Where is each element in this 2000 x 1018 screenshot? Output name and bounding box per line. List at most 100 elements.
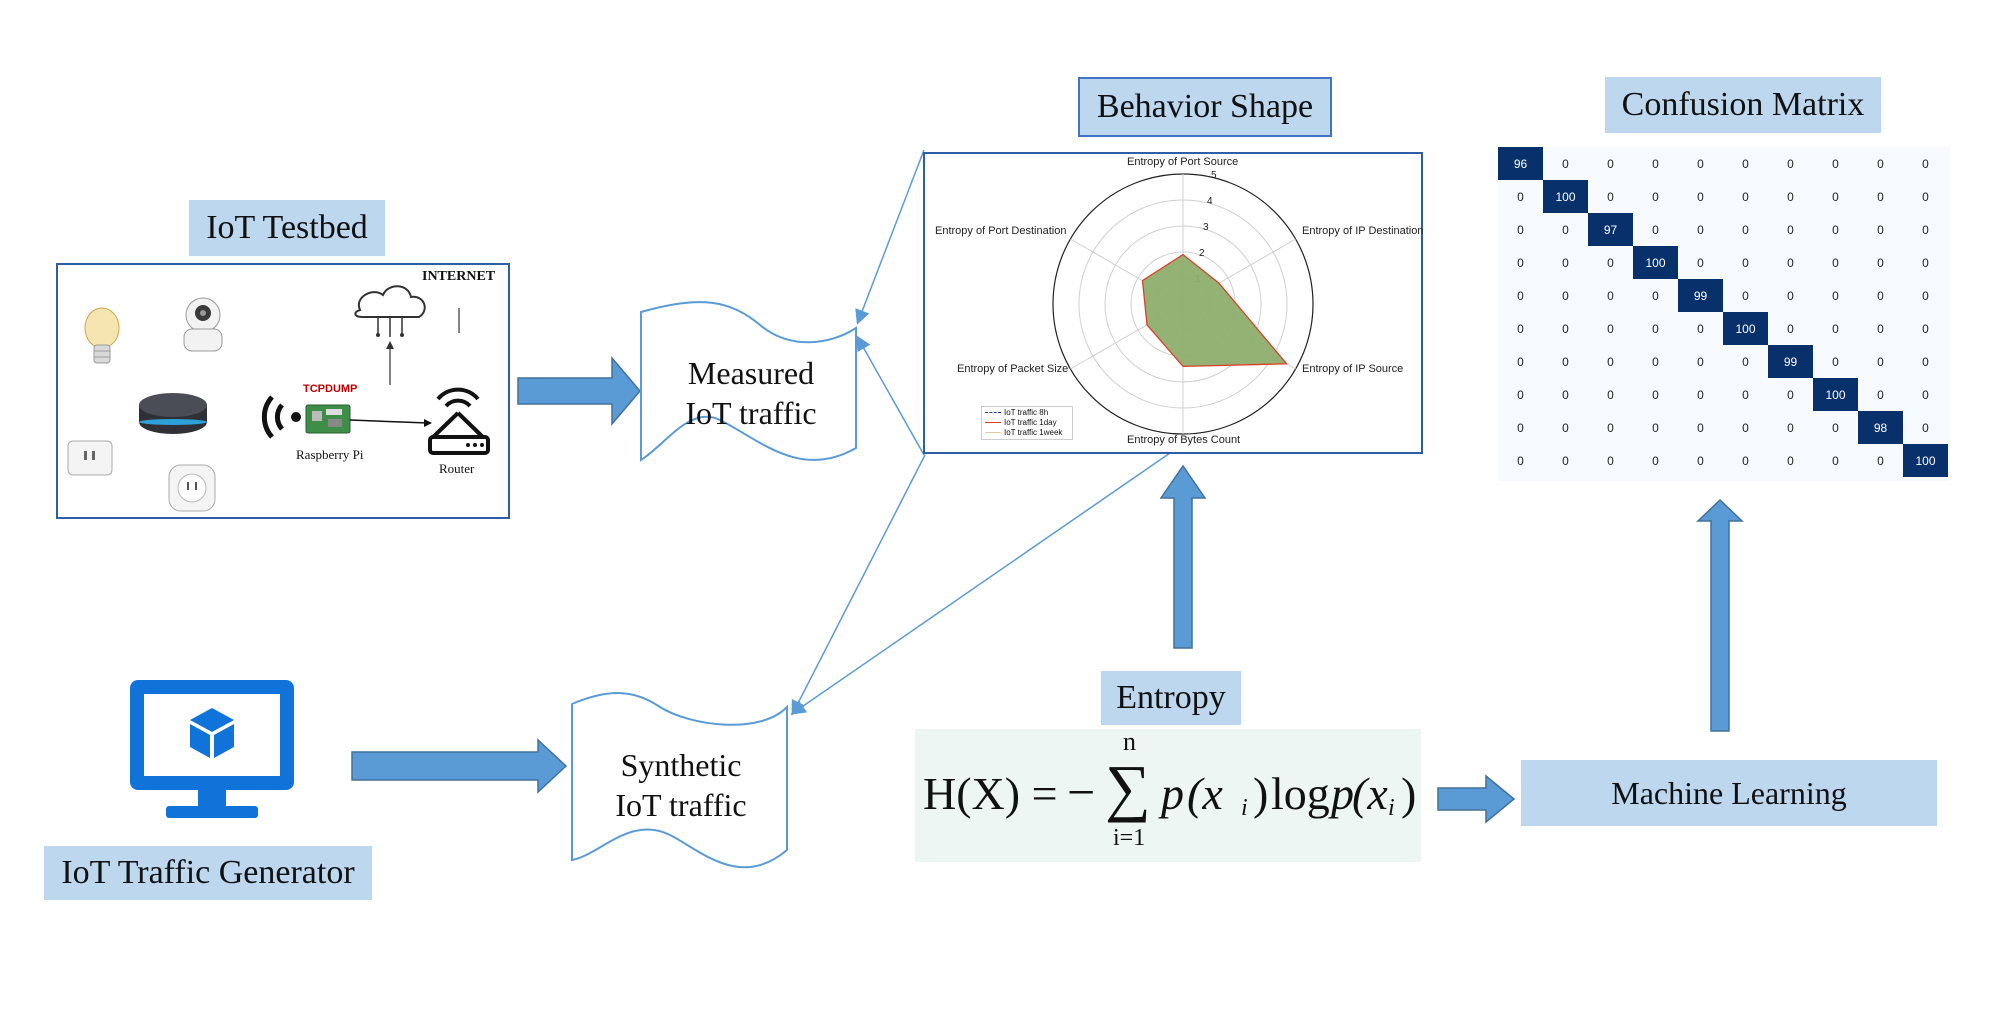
confusion-cell: 0 bbox=[1922, 255, 1929, 270]
legend-item: IoT traffic 1day bbox=[1004, 417, 1057, 427]
confusion-cell: 0 bbox=[1517, 321, 1524, 336]
confusion-cell: 0 bbox=[1607, 321, 1614, 336]
confusion-cell: 0 bbox=[1742, 156, 1749, 171]
confusion-cell: 0 bbox=[1607, 156, 1614, 171]
confusion-cell: 0 bbox=[1742, 387, 1749, 402]
confusion-cell: 0 bbox=[1697, 354, 1704, 369]
confusion-cell: 0 bbox=[1607, 420, 1614, 435]
confusion-cell: 0 bbox=[1742, 189, 1749, 204]
formula-log: log bbox=[1271, 768, 1330, 819]
confusion-cell: 0 bbox=[1562, 354, 1569, 369]
light-bulb-icon bbox=[84, 307, 120, 364]
confusion-cell: 0 bbox=[1652, 354, 1659, 369]
confusion-cell-diagonal: 100 bbox=[1723, 312, 1768, 345]
confusion-cell: 0 bbox=[1562, 288, 1569, 303]
confusion-cell: 0 bbox=[1877, 255, 1884, 270]
confusion-cell-diagonal: 100 bbox=[1633, 246, 1678, 279]
confusion-cell: 0 bbox=[1742, 420, 1749, 435]
formula-lhs: H(X) = bbox=[923, 768, 1058, 819]
smart-speaker-icon bbox=[139, 393, 207, 434]
confusion-cell: 0 bbox=[1562, 156, 1569, 171]
connector-line bbox=[856, 335, 925, 456]
confusion-cell: 0 bbox=[1877, 222, 1884, 237]
confusion-cell: 0 bbox=[1652, 156, 1659, 171]
synthetic-traffic-document bbox=[571, 692, 788, 869]
confusion-matrix-label: Confusion Matrix bbox=[1605, 77, 1881, 133]
radar-legend: IoT traffic 8h IoT traffic 1day IoT traf… bbox=[981, 406, 1073, 440]
measured-line-2: IoT traffic bbox=[685, 395, 817, 431]
confusion-cell: 0 bbox=[1787, 387, 1794, 402]
confusion-cell-diagonal: 99 bbox=[1678, 279, 1723, 312]
confusion-cell: 0 bbox=[1697, 156, 1704, 171]
confusion-cell: 0 bbox=[1742, 453, 1749, 468]
confusion-cell: 0 bbox=[1562, 222, 1569, 237]
confusion-cell-diagonal: 99 bbox=[1768, 345, 1813, 378]
radar-tick-label: 4 bbox=[1207, 196, 1213, 207]
confusion-cell: 0 bbox=[1787, 222, 1794, 237]
confusion-cell: 0 bbox=[1697, 321, 1704, 336]
confusion-cell: 0 bbox=[1922, 354, 1929, 369]
confusion-cell-diagonal: 100 bbox=[1903, 444, 1948, 477]
confusion-cell: 0 bbox=[1742, 222, 1749, 237]
confusion-cell: 0 bbox=[1517, 189, 1524, 204]
confusion-cell: 0 bbox=[1877, 453, 1884, 468]
radar-chart: 12345 bbox=[1052, 170, 1314, 435]
confusion-cell: 0 bbox=[1652, 420, 1659, 435]
confusion-cell: 0 bbox=[1517, 420, 1524, 435]
confusion-cell: 0 bbox=[1652, 189, 1659, 204]
confusion-cell-diagonal: 96 bbox=[1498, 147, 1543, 180]
radar-axis-label: Entropy of IP Destination bbox=[1302, 225, 1424, 237]
radar-axis-label: Entropy of IP Source bbox=[1302, 363, 1404, 375]
confusion-cell: 0 bbox=[1922, 387, 1929, 402]
confusion-cell: 0 bbox=[1832, 288, 1839, 303]
confusion-cell: 0 bbox=[1787, 189, 1794, 204]
confusion-cell: 0 bbox=[1607, 453, 1614, 468]
synthetic-traffic-text: Synthetic IoT traffic bbox=[586, 745, 776, 825]
confusion-cell: 0 bbox=[1832, 189, 1839, 204]
confusion-cell: 0 bbox=[1922, 222, 1929, 237]
arrow-generator-to-synthetic bbox=[351, 738, 568, 794]
confusion-cell: 0 bbox=[1652, 321, 1659, 336]
formula-upper: n bbox=[1123, 727, 1136, 756]
confusion-cell: 0 bbox=[1517, 354, 1524, 369]
radar-axis-label: Entropy of Port Source bbox=[1127, 156, 1239, 168]
formula-minus: − bbox=[1067, 764, 1096, 820]
wireless-signal-icon bbox=[261, 395, 301, 439]
confusion-cell: 0 bbox=[1832, 321, 1839, 336]
confusion-cell: 0 bbox=[1562, 255, 1569, 270]
formula-p1: p bbox=[1161, 768, 1184, 819]
confusion-cell: 0 bbox=[1787, 453, 1794, 468]
confusion-cell: 0 bbox=[1922, 321, 1929, 336]
confusion-cell-diagonal: 100 bbox=[1813, 378, 1858, 411]
confusion-cell: 0 bbox=[1652, 453, 1659, 468]
formula-lower: i=1 bbox=[1113, 825, 1146, 851]
confusion-cell: 0 bbox=[1697, 453, 1704, 468]
confusion-cell: 0 bbox=[1562, 453, 1569, 468]
formula-sub2: i bbox=[1388, 795, 1395, 821]
sigma-symbol: ∑ bbox=[1105, 752, 1151, 823]
confusion-cell: 0 bbox=[1832, 420, 1839, 435]
smart-outlet-icon bbox=[168, 464, 216, 512]
confusion-cell: 0 bbox=[1607, 189, 1614, 204]
connector-line bbox=[791, 454, 926, 716]
confusion-cell: 0 bbox=[1922, 156, 1929, 171]
entropy-formula: H(X) = − n ∑ i=1 p (x i ) log p (x i ) bbox=[915, 727, 1421, 862]
confusion-cell: 0 bbox=[1517, 387, 1524, 402]
confusion-cell: 0 bbox=[1787, 420, 1794, 435]
formula-x1: (x bbox=[1187, 768, 1223, 819]
confusion-cell: 0 bbox=[1607, 255, 1614, 270]
monitor-cube-icon bbox=[130, 680, 294, 818]
confusion-cell: 0 bbox=[1697, 420, 1704, 435]
confusion-cell: 0 bbox=[1652, 222, 1659, 237]
confusion-cell: 0 bbox=[1787, 156, 1794, 171]
confusion-cell: 0 bbox=[1697, 387, 1704, 402]
entropy-label: Entropy bbox=[1101, 671, 1241, 725]
confusion-cell: 0 bbox=[1832, 453, 1839, 468]
cloud-icon bbox=[354, 285, 426, 337]
smart-plug-icon bbox=[67, 440, 113, 476]
confusion-cell: 0 bbox=[1742, 255, 1749, 270]
router-icon bbox=[428, 387, 490, 455]
confusion-cell: 0 bbox=[1742, 354, 1749, 369]
